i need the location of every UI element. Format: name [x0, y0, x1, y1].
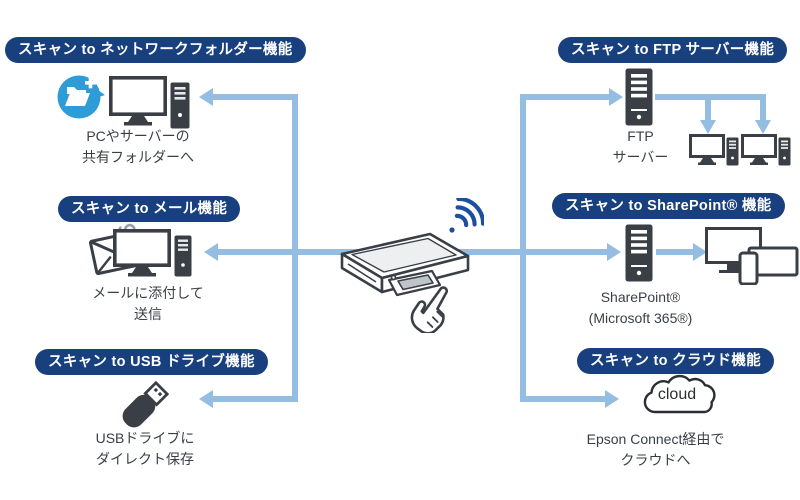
server-tower-icon	[625, 68, 653, 126]
desktop-monitor-icon	[113, 229, 171, 277]
phone-icon	[738, 251, 759, 285]
cloud-icon	[643, 374, 716, 414]
label-scan-to-network-folder: スキャン to ネットワークフォルダー機能	[5, 37, 306, 63]
arrowheads	[199, 88, 771, 408]
label-scan-to-usb: スキャン to USB ドライブ機能	[35, 349, 268, 375]
client-pc-monitor-icon	[741, 134, 777, 165]
arrowhead-sharepoint-devices	[693, 243, 707, 261]
pc-tower-icon	[170, 82, 190, 129]
label-scan-to-sharepoint: スキャン to SharePoint® 機能	[552, 193, 785, 219]
client-pc-tower-icon	[778, 137, 791, 166]
right-trunk-line	[520, 94, 610, 402]
caption-cloud: Epson Connect経由で クラウドへ	[586, 431, 725, 468]
ftp-branch-line	[655, 94, 766, 121]
caption-network-folder: PCやサーバーの 共有フォルダーへ	[82, 128, 194, 165]
arrowhead-left-mid	[204, 243, 218, 261]
arrowhead-left-top	[199, 88, 213, 106]
client-pc-tower-icon	[726, 137, 739, 166]
arrowhead-ftp-client2	[755, 120, 771, 134]
label-scan-to-mail: スキャン to メール機能	[58, 196, 241, 222]
printer-touch-screen	[397, 274, 434, 291]
caption-mail: メールに添付して 送信	[92, 285, 204, 322]
multi-devices-icon	[705, 227, 799, 285]
wifi-icon	[449, 198, 484, 233]
arrowhead-ftp-client1	[700, 120, 716, 134]
usb-drive-icon	[122, 380, 170, 428]
arrowhead-right-top	[609, 88, 623, 106]
client-pc-monitor-icon	[689, 134, 725, 165]
pc-tower-icon	[174, 235, 192, 277]
caption-ftp: FTP サーバー	[612, 128, 669, 165]
cloud-text: cloud	[657, 386, 697, 403]
arrowhead-right-mid	[607, 243, 621, 261]
arrowhead-right-bottom	[605, 390, 619, 408]
label-scan-to-ftp: スキャン to FTP サーバー機能	[558, 37, 788, 63]
printer-icon	[340, 232, 470, 333]
label-scan-to-cloud: スキャン to クラウド機能	[577, 348, 774, 374]
caption-usb: USBドライブに ダイレクト保存	[95, 430, 195, 467]
left-trunk-line	[212, 94, 298, 402]
pointing-hand-icon	[410, 286, 449, 333]
desktop-monitor-icon	[109, 76, 167, 126]
shared-folder-plus-icon	[57, 75, 105, 119]
caption-sharepoint: SharePoint® (Microsoft 365®)	[588, 289, 693, 326]
server-tower-icon	[625, 224, 653, 282]
arrowhead-left-bottom	[199, 390, 213, 408]
